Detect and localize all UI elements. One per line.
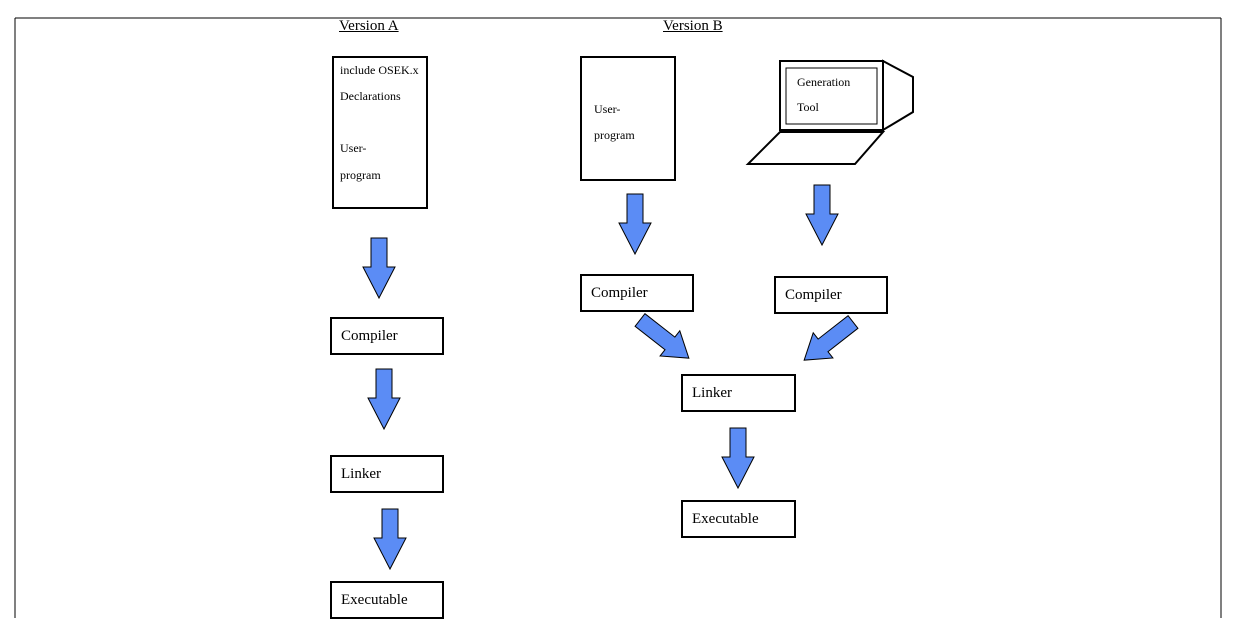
version-b-linker-box: Linker xyxy=(681,374,796,412)
version-b-arrow-down-linker xyxy=(721,427,755,490)
generation-tool-line-2: Tool xyxy=(797,100,819,114)
version-b-user-document: User- program xyxy=(580,56,676,181)
user-doc-line-user: User- xyxy=(594,102,621,116)
version-a-compiler-box: Compiler xyxy=(330,317,444,355)
version-a-arrow-down-1 xyxy=(362,237,396,300)
source-doc-line-user: User- xyxy=(340,141,367,155)
version-b-arrow-down-tool xyxy=(805,184,839,247)
version-a-linker-box: Linker xyxy=(330,455,444,493)
version-b-arrow-down-user xyxy=(618,193,652,256)
source-doc-line-include: include OSEK.x xyxy=(340,63,419,77)
version-b-executable-box: Executable xyxy=(681,500,796,538)
source-doc-line-program: program xyxy=(340,168,381,182)
version-b-arrow-diagonal-left xyxy=(634,312,690,359)
generation-tool-line-1: Generation xyxy=(797,75,851,89)
version-a-arrow-down-3 xyxy=(373,508,407,571)
user-doc-line-program: program xyxy=(594,128,635,142)
version-b-heading: Version B xyxy=(663,18,723,34)
version-a-heading: Version A xyxy=(339,18,399,34)
version-b-compiler-left-box: Compiler xyxy=(580,274,694,312)
version-b-compiler-right-box: Compiler xyxy=(774,276,888,314)
generation-tool-label: Generation Tool xyxy=(797,75,850,114)
version-a-source-document: include OSEK.x Declarations User- progra… xyxy=(332,56,428,209)
generation-tool-computer-icon xyxy=(745,59,914,165)
version-a-executable-box: Executable xyxy=(330,581,444,619)
source-doc-line-declarations: Declarations xyxy=(340,89,401,103)
version-a-arrow-down-2 xyxy=(367,368,401,431)
version-b-arrow-diagonal-right xyxy=(803,314,859,361)
